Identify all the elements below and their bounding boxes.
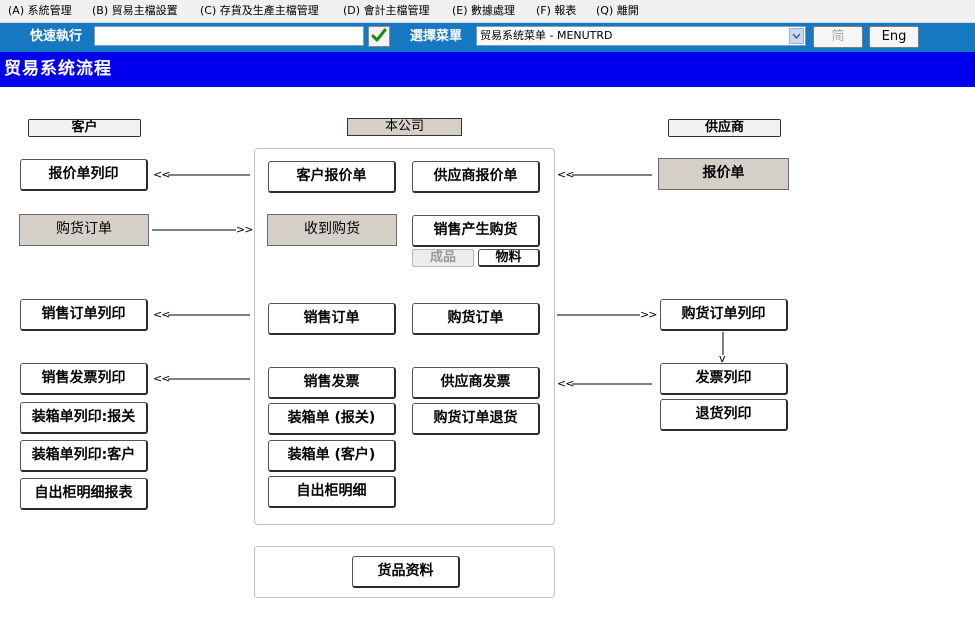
packing-list-customer-button[interactable]: 装箱单 (客户) xyxy=(268,440,396,472)
materials-button[interactable]: 物料 xyxy=(478,249,540,267)
customer-quote-button[interactable]: 客户报价单 xyxy=(268,161,396,193)
purchase-return-button[interactable]: 购货订单退货 xyxy=(412,403,540,435)
purchase-order-print-button[interactable]: 购货订单列印 xyxy=(660,299,788,331)
product-info-button[interactable]: 货品资料 xyxy=(352,556,460,588)
container-detail-report-button[interactable]: 自出柜明细报表 xyxy=(20,478,148,510)
packing-list-customs-button[interactable]: 装箱单 (报关) xyxy=(268,403,396,435)
customer-purchase-order-button[interactable]: 购货订单 xyxy=(19,214,149,246)
arrow-down-head: v xyxy=(719,352,725,365)
finished-goods-button[interactable]: 成品 xyxy=(412,249,474,267)
supplier-quote-button[interactable]: 供应商报价单 xyxy=(412,161,540,193)
supplier-column-header: 供应商 xyxy=(668,119,781,137)
return-print-button[interactable]: 退货列印 xyxy=(660,399,788,431)
company-purchase-order-button[interactable]: 购货订单 xyxy=(412,303,540,335)
menu-select-label: 選擇菜單 xyxy=(410,29,463,44)
sales-invoice-button[interactable]: 销售发票 xyxy=(268,367,396,399)
container-detail-button[interactable]: 自出柜明细 xyxy=(268,476,396,508)
arrow-right-head: >> xyxy=(236,223,253,236)
supplier-invoice-button[interactable]: 供应商发票 xyxy=(412,367,540,399)
quote-print-button[interactable]: 报价单列印 xyxy=(20,159,148,191)
menu-item-exit[interactable]: (Q) 離開 xyxy=(596,4,639,17)
arrow-left-head: << xyxy=(557,168,574,181)
supplier-quote-entry-button[interactable]: 报价单 xyxy=(658,158,789,190)
arrow-right-head: >> xyxy=(640,308,657,321)
quick-exec-label: 快速執行 xyxy=(30,29,83,44)
title-bar: 贸易系统流程 xyxy=(0,52,975,87)
company-column-header: 本公司 xyxy=(347,118,462,136)
menu-item-trade-master[interactable]: (B) 貿易主檔設置 xyxy=(92,4,178,17)
arrow-left-head: << xyxy=(557,377,574,390)
menu-select-value: 贸易系统菜单 - MENUTRD xyxy=(480,29,613,42)
menu-item-accounting-master[interactable]: (D) 會計主檔管理 xyxy=(343,4,430,17)
arrow-left-head: << xyxy=(153,372,170,385)
toolbar: 快速執行 選擇菜單 贸易系统菜单 - MENUTRD 简 Eng xyxy=(0,23,975,52)
menu-item-reports[interactable]: (F) 報表 xyxy=(536,4,577,17)
menu-item-inventory-master[interactable]: (C) 存貨及生產主檔管理 xyxy=(200,4,319,17)
sales-order-button[interactable]: 销售订单 xyxy=(268,303,396,335)
sales-invoice-print-button[interactable]: 销售发票列印 xyxy=(20,363,148,395)
check-icon xyxy=(371,28,387,46)
quick-exec-input[interactable] xyxy=(94,26,364,46)
customer-column-header: 客户 xyxy=(28,119,141,137)
menu-select[interactable]: 贸易系统菜单 - MENUTRD xyxy=(476,26,806,46)
confirm-button[interactable] xyxy=(368,26,390,47)
menu-item-system[interactable]: (A) 系統管理 xyxy=(8,4,72,17)
english-button[interactable]: Eng xyxy=(869,26,919,48)
arrow-left-head: << xyxy=(153,308,170,321)
sales-order-print-button[interactable]: 销售订单列印 xyxy=(20,299,148,331)
receive-purchase-button[interactable]: 收到购货 xyxy=(267,214,397,246)
menu-bar: (A) 系統管理 (B) 貿易主檔設置 (C) 存貨及生產主檔管理 (D) 會計… xyxy=(0,0,975,23)
packing-list-customer-print-button[interactable]: 装箱单列印:客户 xyxy=(20,440,148,472)
page-title: 贸易系统流程 xyxy=(4,59,112,79)
packing-list-customs-print-button[interactable]: 装箱单列印:报关 xyxy=(20,402,148,434)
arrow-left-head: << xyxy=(153,168,170,181)
invoice-print-button[interactable]: 发票列印 xyxy=(660,363,788,395)
simplified-chinese-button[interactable]: 简 xyxy=(813,26,863,48)
chevron-down-icon[interactable] xyxy=(789,28,804,44)
sales-generate-purchase-button[interactable]: 销售产生购货 xyxy=(412,215,540,247)
menu-item-data-processing[interactable]: (E) 數據處理 xyxy=(452,4,516,17)
